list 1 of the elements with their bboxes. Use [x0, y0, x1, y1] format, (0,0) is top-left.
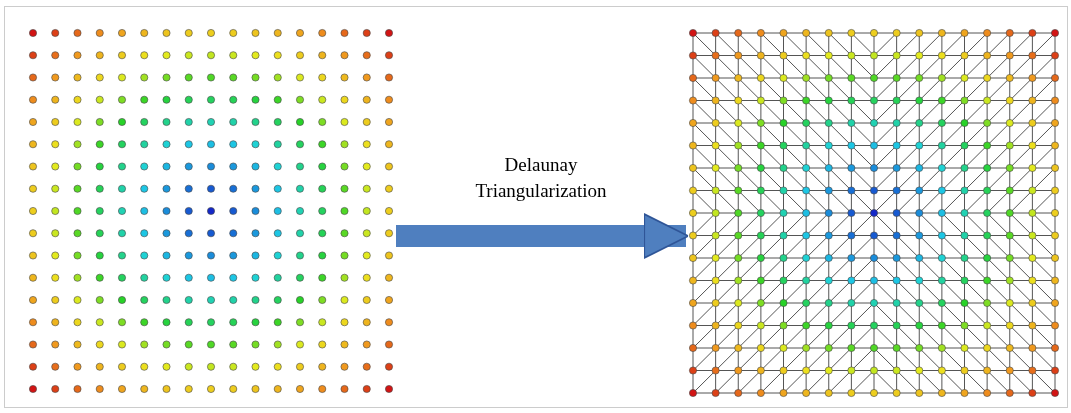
block-arrow — [396, 213, 690, 259]
